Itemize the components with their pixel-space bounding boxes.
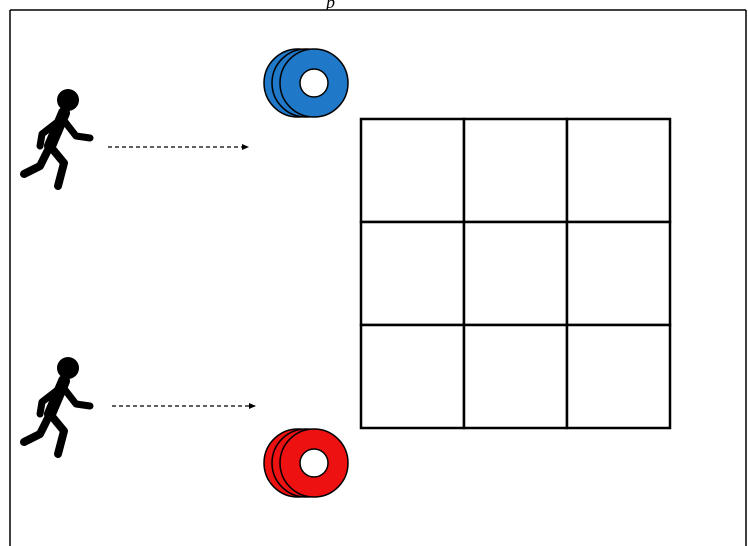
board-cell-1-1[interactable]: [359, 117, 466, 224]
ring-hole: [299, 448, 329, 478]
ring-stack-icon: [263, 48, 349, 118]
board-cell-2-1[interactable]: [359, 220, 466, 327]
board-cell-3-2[interactable]: [462, 323, 569, 430]
board-cell-3-3[interactable]: [565, 323, 672, 430]
ring-hole: [299, 68, 329, 98]
diagram-frame: [9, 9, 747, 546]
running-person-icon: [20, 89, 94, 190]
board-cell-1-3[interactable]: [565, 117, 672, 224]
header-text: p: [326, 0, 335, 10]
board-cell-2-3[interactable]: [565, 220, 672, 327]
board-cell-1-2[interactable]: [462, 117, 569, 224]
board-cell-3-1[interactable]: [359, 323, 466, 430]
running-person-icon: [20, 357, 94, 458]
ring-stack-icon: [263, 428, 349, 498]
board-cell-2-2[interactable]: [462, 220, 569, 327]
tic-tac-toe-board[interactable]: [359, 117, 672, 430]
